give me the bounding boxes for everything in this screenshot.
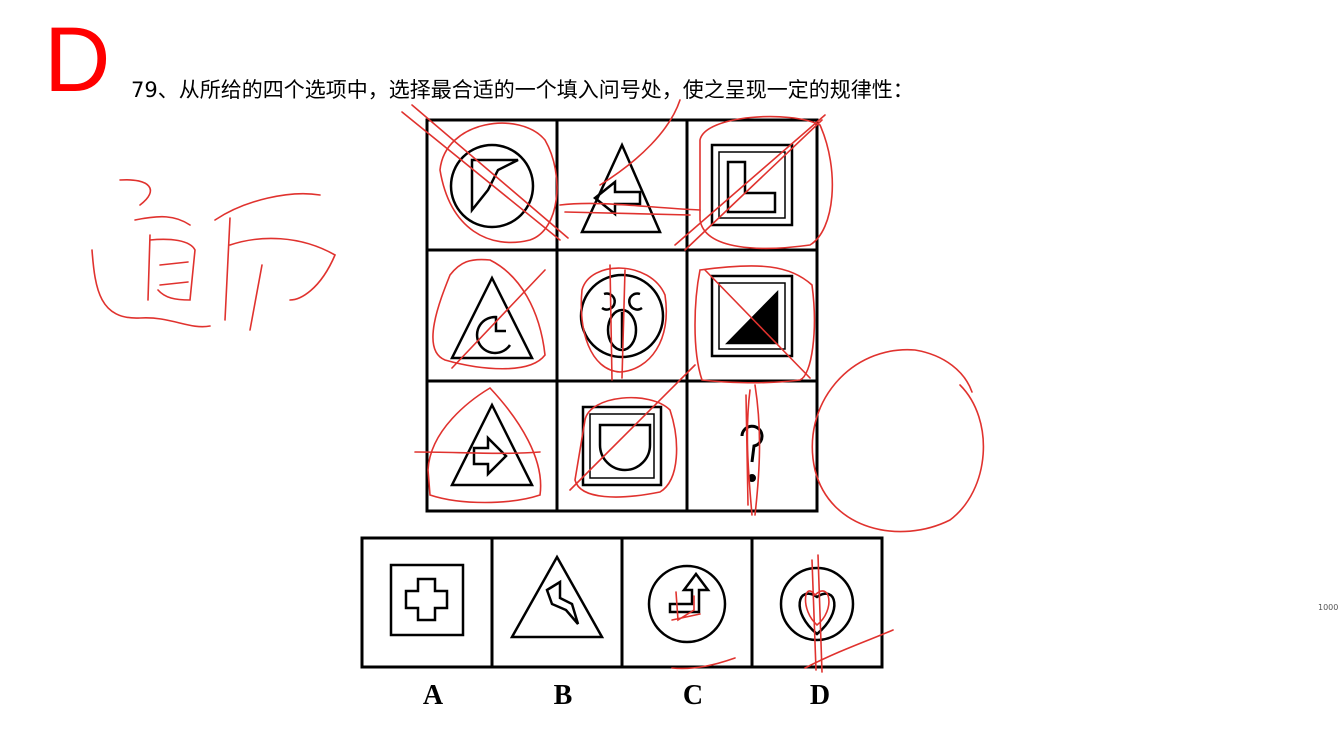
option-c-figure (647, 564, 727, 644)
option-d-label: D (810, 680, 830, 711)
question-text: 79、从所给的四个选项中，选择最合适的一个填入问号处，使之呈现一定的规律性： (131, 78, 914, 102)
option-d-figure (779, 566, 855, 642)
option-b-figure (509, 554, 605, 639)
grid-cell-3 (710, 143, 794, 227)
handwritten-note (91, 179, 337, 331)
option-a-figure (389, 563, 465, 637)
grid-cell-5 (579, 273, 665, 359)
option-a-label: A (423, 680, 444, 711)
grid-cell-4 (449, 275, 535, 360)
grid-cell-8 (581, 405, 663, 487)
puzzle-grid (425, 118, 819, 513)
answer-letter: D (44, 9, 111, 111)
grid-cell-2 (580, 141, 662, 234)
grid-cell-7 (449, 402, 535, 487)
option-c-label: C (683, 680, 703, 711)
option-b-label: B (554, 680, 573, 711)
options-grid (360, 536, 884, 669)
grid-cell-1 (449, 143, 535, 229)
grid-cell-6 (710, 274, 794, 358)
page-corner-label: 1000 (1318, 603, 1339, 612)
handwritten-annotations (91, 99, 985, 673)
